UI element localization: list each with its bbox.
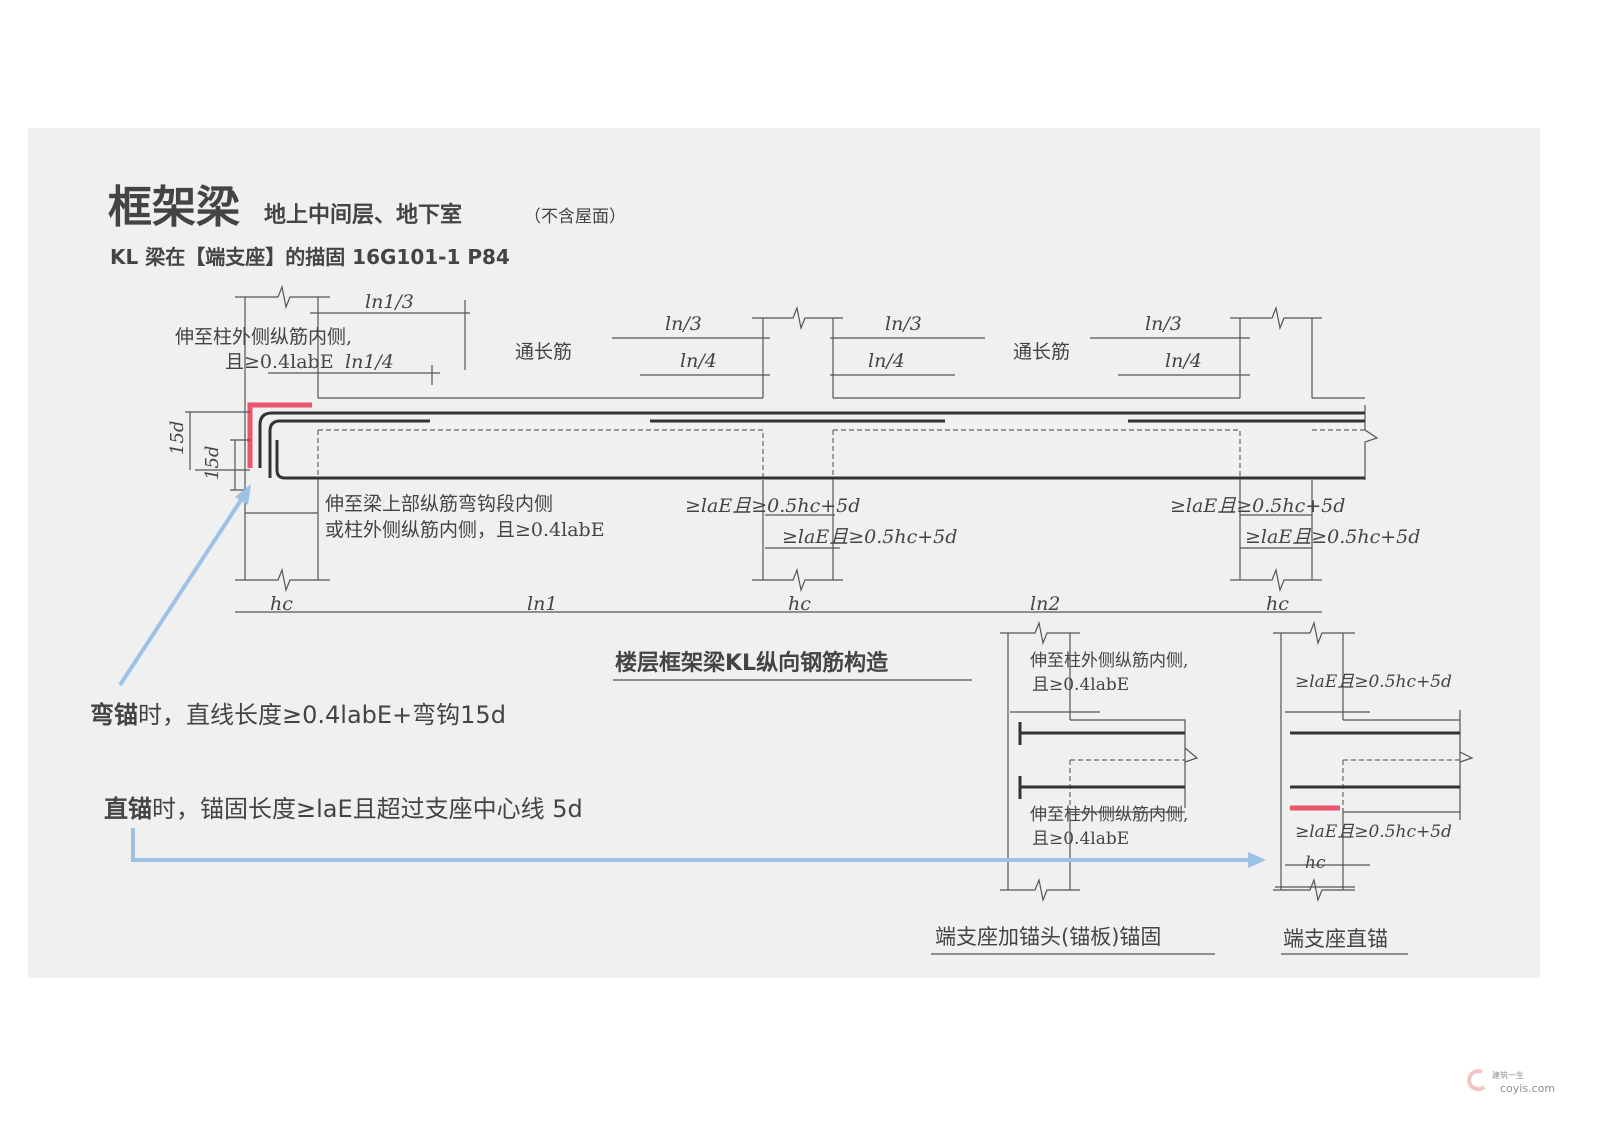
anchor-note-1: 伸至柱外侧纵筋内侧,	[1030, 651, 1188, 671]
title-line2: KL 梁在【端支座】的描固 16G101-1 P84	[110, 245, 510, 269]
caption-straight: 端支座直锚	[1283, 927, 1388, 951]
dim-ln1-3: ln1/3	[365, 291, 414, 313]
lae-note-4: ≥laE且≥0.5hc+5d	[1245, 526, 1420, 548]
anchor-note-4: 且≥0.4labE	[1032, 829, 1129, 849]
straight-anchor-annotation: 直锚时，锚固长度≥laE且超过支座中心线 5d	[104, 795, 583, 823]
straight-anchor-detail	[1273, 620, 1474, 903]
watermark-cn: 建筑一生	[1492, 1070, 1524, 1080]
watermark-url: coyis.com	[1500, 1082, 1555, 1095]
anchor-note-3: 伸至柱外侧纵筋内侧,	[1030, 805, 1188, 825]
watermark-logo-icon	[1467, 1069, 1486, 1092]
caption-main: 楼层框架梁KL纵向钢筋构造	[615, 650, 888, 676]
beam-outline	[317, 397, 1379, 480]
dim-ln-3-a: ln/3	[665, 313, 702, 335]
title-sub: 地上中间层、地下室	[264, 202, 462, 228]
straight-rest: 时，锚固长度≥laE且超过支座中心线 5d	[152, 795, 583, 823]
left-note-2: 且≥0.4labE	[225, 351, 334, 373]
left-note-1: 伸至柱外侧纵筋内侧,	[175, 326, 352, 348]
lae-note-2: ≥laE且≥0.5hc+5d	[782, 526, 957, 548]
through-bar-label-2: 通长筋	[1013, 341, 1070, 363]
bent-rest: 时，直线长度≥0.4labE+弯钩15d	[138, 701, 506, 729]
through-bar-label-1: 通长筋	[515, 341, 572, 363]
straight-bold: 直锚	[104, 795, 152, 823]
dim-ln-4-b: ln/4	[868, 350, 905, 372]
dim-ln1: ln1	[527, 593, 557, 615]
lae-note-1: ≥laE且≥0.5hc+5d	[685, 495, 860, 517]
bottom-note-1: 伸至梁上部纵筋弯钩段内侧	[325, 493, 553, 515]
content-panel	[28, 128, 1540, 978]
dim-ln2: ln2	[1030, 593, 1060, 615]
watermark: 建筑一生 coyis.com	[1467, 1069, 1555, 1095]
dim-ln-3-c: ln/3	[1145, 313, 1182, 335]
dimension-lines	[185, 300, 1322, 613]
bent-bold: 弯锚	[90, 701, 138, 729]
anchor-note-2: 且≥0.4labE	[1032, 675, 1129, 695]
dim-15d-b: 15d	[202, 446, 223, 480]
straight-lae-1: ≥laE且≥0.5hc+5d	[1295, 672, 1452, 692]
bent-anchor-arrow	[118, 484, 251, 687]
dim-ln-4-c: ln/4	[1165, 350, 1202, 372]
straight-hc: hc	[1305, 853, 1326, 873]
dim-15d-a: 15d	[167, 421, 188, 455]
dim-ln-3-b: ln/3	[885, 313, 922, 335]
bent-anchor-highlight	[247, 402, 312, 468]
dim-ln1-4: ln1/4	[345, 351, 394, 373]
caption-anchor: 端支座加锚头(锚板)锚固	[935, 925, 1161, 949]
columns	[235, 284, 1322, 593]
dim-hc-1: hc	[270, 593, 293, 615]
bottom-note-2: 或柱外侧纵筋内侧，且≥0.4labE	[325, 519, 605, 541]
dim-hc-2: hc	[788, 593, 811, 615]
dim-ln-4-a: ln/4	[680, 350, 717, 372]
title-main: 框架梁	[108, 182, 240, 233]
title-note: （不含屋面）	[524, 207, 626, 227]
straight-lae-2: ≥laE且≥0.5hc+5d	[1295, 822, 1452, 842]
bent-anchor-annotation: 弯锚时，直线长度≥0.4labE+弯钩15d	[90, 701, 506, 729]
straight-anchor-arrow	[131, 828, 1266, 868]
rebars	[258, 411, 1365, 480]
dim-hc-3: hc	[1266, 593, 1289, 615]
lae-note-3: ≥laE且≥0.5hc+5d	[1170, 495, 1345, 517]
